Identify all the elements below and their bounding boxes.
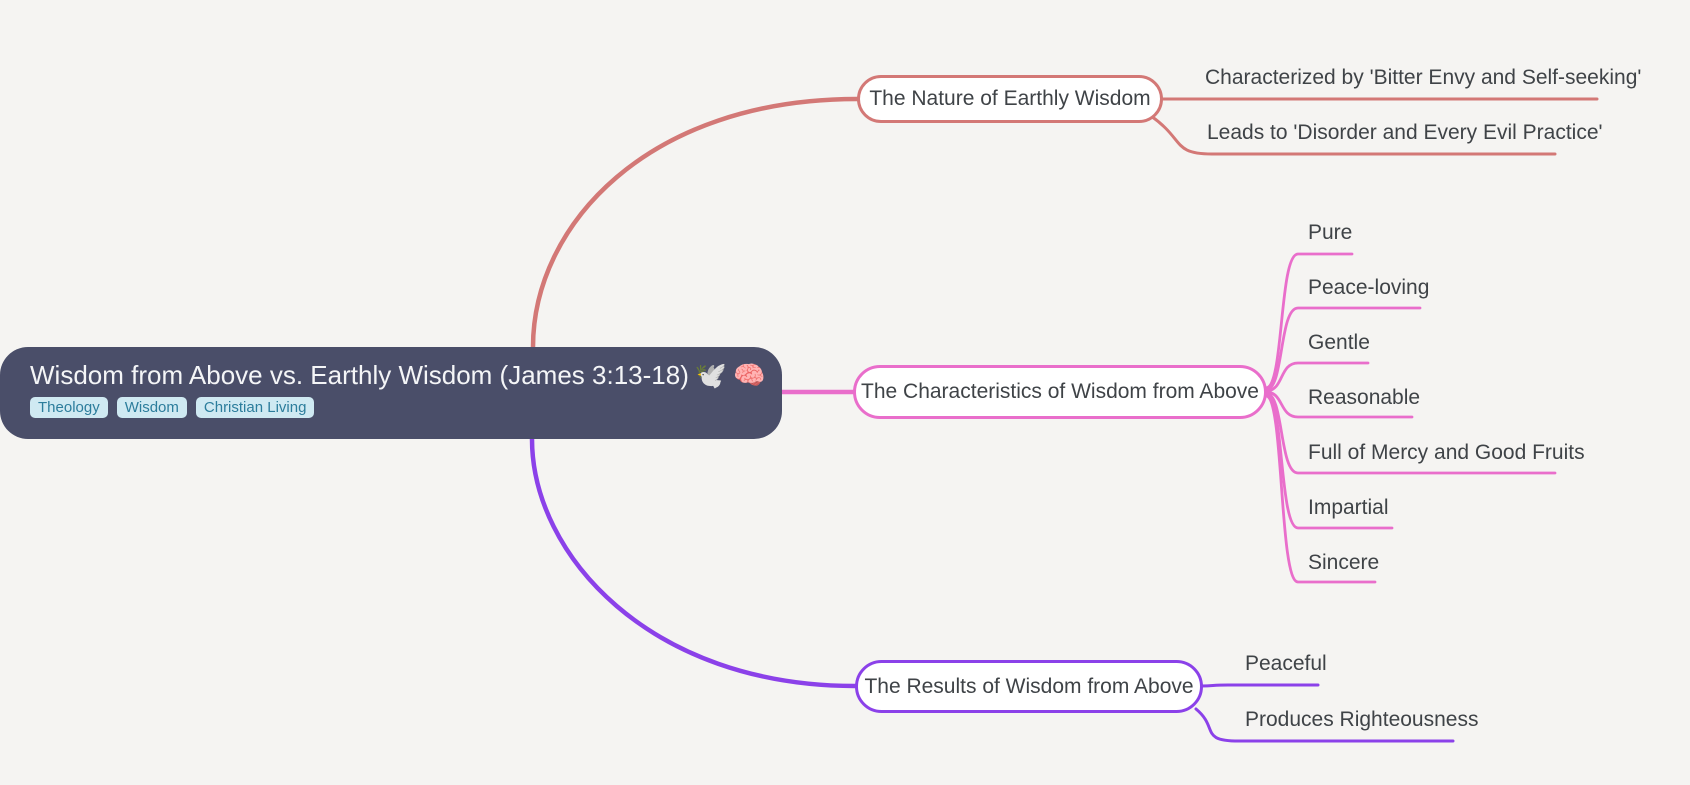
node-label: The Results of Wisdom from Above — [864, 674, 1194, 698]
node-label: The Characteristics of Wisdom from Above — [861, 380, 1259, 403]
underline-characteristics-child-7 — [1264, 394, 1377, 584]
leaf-bitter-envy[interactable]: Characterized by 'Bitter Envy and Self-s… — [1205, 66, 1642, 89]
underline-characteristics-child-6 — [1264, 392, 1394, 530]
root-node[interactable]: Wisdom from Above vs. Earthly Wisdom (Ja… — [0, 347, 782, 439]
underline-characteristics-child-1 — [1264, 252, 1354, 390]
leaf-sincere[interactable]: Sincere — [1308, 551, 1380, 574]
leaf-full-of-mercy[interactable]: Full of Mercy and Good Fruits — [1308, 441, 1585, 464]
node-results-of-wisdom-from-above[interactable]: The Results of Wisdom from Above — [855, 660, 1203, 713]
underline-characteristics-child-2 — [1264, 306, 1422, 392]
leaf-gentle[interactable]: Gentle — [1308, 331, 1370, 354]
root-tags: Theology Wisdom Christian Living — [30, 397, 782, 418]
brain-icon: 🧠 — [733, 360, 766, 390]
leaf-pure[interactable]: Pure — [1308, 221, 1353, 244]
underline-characteristics-child-4 — [1264, 390, 1414, 419]
tag-theology: Theology — [30, 397, 108, 418]
underline-results-child-2 — [1194, 707, 1455, 743]
link-root-to-earthly-wisdom — [530, 96, 860, 350]
root-title-text: Wisdom from Above vs. Earthly Wisdom (Ja… — [30, 360, 689, 390]
underline-results-child-1 — [1199, 683, 1320, 688]
dove-icon: 🕊️ — [694, 360, 728, 390]
underline-characteristics-child-3 — [1264, 361, 1370, 393]
link-root-to-results — [529, 436, 858, 689]
leaf-reasonable[interactable]: Reasonable — [1308, 386, 1421, 409]
root-title: Wisdom from Above vs. Earthly Wisdom (Ja… — [30, 358, 782, 393]
leaf-peaceful[interactable]: Peaceful — [1245, 652, 1327, 675]
leaf-produces-righteousness[interactable]: Produces Righteousness — [1245, 708, 1479, 731]
tag-wisdom: Wisdom — [116, 397, 187, 418]
leaf-peace-loving[interactable]: Peace-loving — [1308, 276, 1430, 299]
leaf-impartial[interactable]: Impartial — [1308, 496, 1389, 519]
leaf-disorder-evil-practice[interactable]: Leads to 'Disorder and Every Evil Practi… — [1207, 121, 1603, 144]
node-label: The Nature of Earthly Wisdom — [869, 87, 1151, 110]
node-nature-of-earthly-wisdom[interactable]: The Nature of Earthly Wisdom — [857, 75, 1163, 123]
tag-christian-living: Christian Living — [195, 397, 315, 418]
underline-earthly-child-2 — [1149, 114, 1557, 156]
node-characteristics-of-wisdom-from-above[interactable]: The Characteristics of Wisdom from Above — [853, 365, 1267, 419]
